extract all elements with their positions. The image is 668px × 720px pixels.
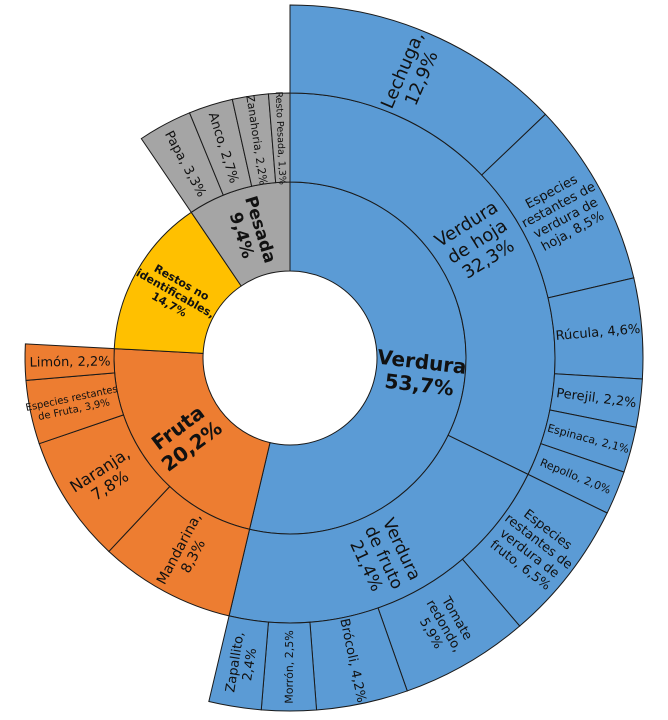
label-limon: Limón, 2,2%: [29, 354, 110, 370]
label-line: Morrón, 2,5%: [283, 630, 296, 704]
label-especies-restantes-de-verdura-de-hoja: Especiesrestantes deverdura dehoja, 8,5%: [512, 166, 612, 257]
label-morron: Morrón, 2,5%: [283, 630, 296, 704]
label-line: Rúcula, 4,6%: [555, 322, 641, 344]
label-resto-pesada: Resto Pesada, 1,3%: [273, 91, 288, 185]
label-line: 2,4%: [240, 647, 260, 682]
segments: [24, 4, 644, 712]
label-line: Limón, 2,2%: [29, 354, 110, 370]
label-line: Resto Pesada, 1,3%: [273, 91, 288, 185]
label-rucula: Rúcula, 4,6%: [555, 322, 641, 344]
segment-resto-pesada: [267, 92, 291, 184]
